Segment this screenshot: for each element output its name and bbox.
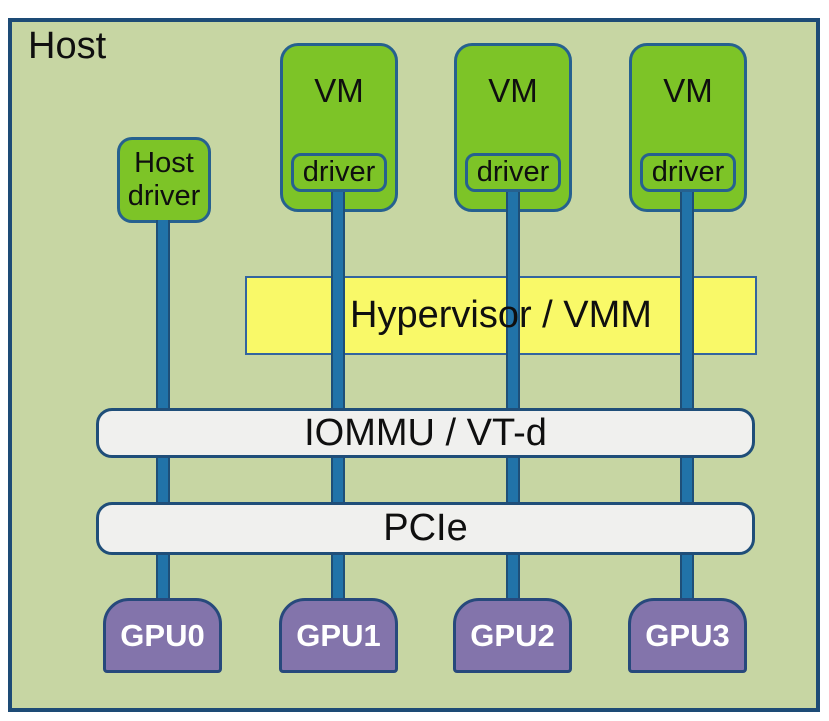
iommu-label: IOMMU / VT-d bbox=[304, 411, 547, 454]
vm-label: VM bbox=[314, 72, 364, 109]
vm-driver-box: driver bbox=[640, 153, 736, 192]
hypervisor-box bbox=[245, 276, 757, 355]
vm-driver-label: driver bbox=[302, 156, 376, 188]
host-driver-box: Host driver bbox=[117, 137, 211, 223]
gpu-box-2: GPU2 bbox=[453, 598, 572, 673]
gpu-label: GPU2 bbox=[470, 617, 555, 653]
vm-driver-box: driver bbox=[465, 153, 561, 192]
vm-driver-box: driver bbox=[291, 153, 387, 192]
host-container: Host Host driver VM driver VM driver VM bbox=[8, 18, 820, 712]
iommu-bus-box: IOMMU / VT-d bbox=[96, 408, 755, 458]
gpu-box-3: GPU3 bbox=[628, 598, 747, 673]
pcie-label: PCIe bbox=[383, 507, 468, 549]
vm-box-2: VM driver bbox=[454, 43, 572, 212]
host-label: Host bbox=[28, 25, 107, 67]
gpu-label: GPU1 bbox=[296, 617, 381, 653]
hypervisor-label: Hypervisor / VMM bbox=[350, 294, 652, 336]
host-driver-label-line1: Host bbox=[134, 147, 194, 179]
vm-box-3: VM driver bbox=[629, 43, 747, 212]
gpu-label: GPU3 bbox=[645, 617, 730, 653]
vm-label: VM bbox=[488, 72, 538, 109]
vm-driver-label: driver bbox=[476, 156, 550, 188]
gpu-box-0: GPU0 bbox=[103, 598, 222, 673]
gpu-box-1: GPU1 bbox=[279, 598, 398, 673]
gpu-label: GPU0 bbox=[120, 617, 205, 653]
pcie-bus-box: PCIe bbox=[96, 502, 755, 555]
vm-driver-label: driver bbox=[651, 156, 725, 188]
vm-label: VM bbox=[663, 72, 713, 109]
vm-box-1: VM driver bbox=[280, 43, 398, 212]
host-driver-label-line2: driver bbox=[127, 180, 201, 212]
